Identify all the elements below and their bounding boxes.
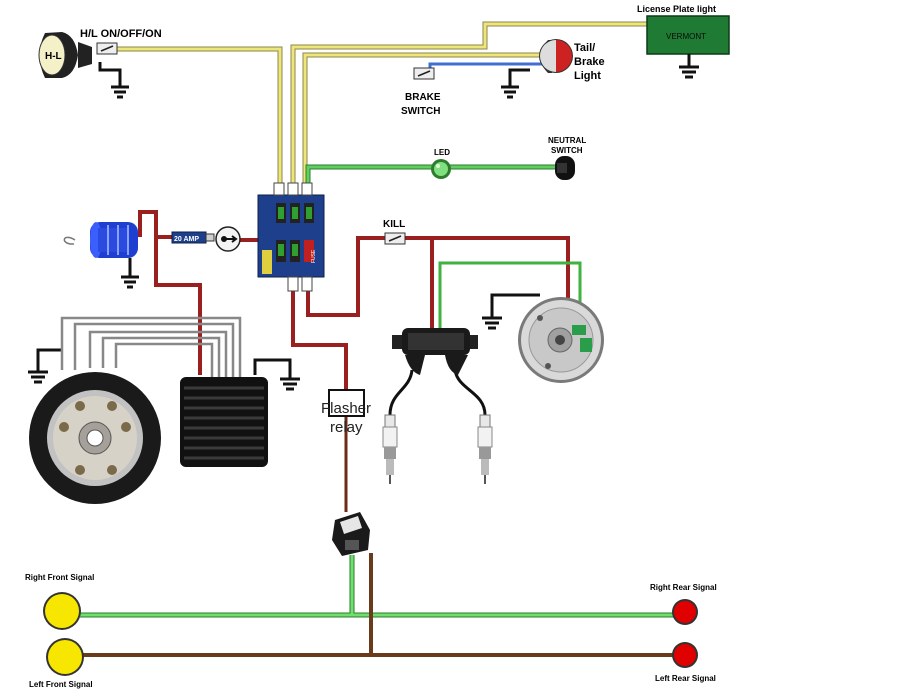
ignition-pickup-icon	[518, 297, 604, 383]
taillight-icon	[539, 39, 573, 73]
right-front-signal-label: Right Front Signal	[25, 573, 94, 582]
right-rear-signal-label: Right Rear Signal	[650, 583, 717, 592]
license-plate-light	[646, 15, 730, 55]
brake-switch	[413, 67, 435, 80]
right-front-signal	[43, 592, 81, 630]
led-label: LED	[434, 148, 450, 157]
ground-icon	[280, 377, 300, 391]
ignition-coil-icon	[392, 328, 478, 375]
license-plate-label: License Plate light	[637, 4, 716, 14]
headlight-face-label: H-L	[45, 51, 62, 62]
ground-icon	[28, 368, 48, 384]
headlight-switch	[96, 42, 118, 55]
plug-leads	[388, 369, 487, 416]
gray-stator-wires	[60, 316, 242, 378]
tail-label-3: Light	[574, 70, 601, 82]
fuse-box	[257, 182, 325, 292]
neutral-label-1: NEUTRAL	[548, 136, 586, 145]
left-front-signal	[46, 638, 84, 676]
brown-wire-left-signal	[80, 553, 680, 657]
headlight-icon	[38, 32, 92, 78]
regulator-rectifier-icon	[180, 377, 268, 467]
kill-switch	[384, 232, 406, 245]
tail-label-1: Tail/	[574, 42, 595, 54]
flasher-label-2: relay	[330, 419, 363, 436]
fusebox-label: FUSE	[311, 249, 317, 263]
green-wire-pickup	[438, 261, 582, 330]
ground-icon	[98, 62, 129, 99]
green-wire-right-signal	[80, 555, 680, 618]
ground-icon	[679, 54, 699, 79]
led-indicator	[431, 159, 451, 179]
license-plate-text: VERMONT	[666, 32, 706, 41]
left-rear-signal-label: Left Rear Signal	[655, 674, 716, 683]
kill-label: KILL	[383, 219, 405, 230]
flasher-relay-icon	[328, 389, 365, 417]
yellow-wire-headlight	[105, 46, 283, 190]
tail-label-2: Brake	[574, 56, 605, 68]
red-wire-kill	[306, 236, 570, 330]
red-wire-flasher	[291, 285, 348, 390]
blue-wire-brake	[428, 62, 548, 73]
brake-switch-label-1: BRAKE	[405, 92, 441, 103]
turn-signal-switch-icon	[332, 512, 370, 556]
ground-icon	[501, 68, 530, 99]
battery-coil-icon	[63, 222, 138, 258]
headlight-switch-label: H/L ON/OFF/ON	[80, 28, 162, 40]
neutral-label-2: SWITCH	[551, 146, 583, 155]
right-rear-signal	[672, 599, 698, 625]
spark-plug-icon	[382, 414, 398, 484]
ground-icon	[482, 314, 502, 330]
main-fuse	[171, 231, 215, 244]
flasher-label-1: Flasher	[321, 400, 371, 417]
ignition-key-icon	[215, 226, 241, 252]
fuse-label: 20 AMP	[174, 236, 199, 243]
stator-icon	[29, 372, 161, 504]
left-rear-signal	[672, 642, 698, 668]
spark-plug-icon	[477, 414, 493, 484]
ground-wires	[36, 293, 540, 378]
ground-icon	[121, 258, 139, 289]
left-front-signal-label: Left Front Signal	[29, 680, 93, 689]
brake-switch-label-2: SWITCH	[401, 106, 440, 117]
neutral-switch	[555, 156, 575, 180]
